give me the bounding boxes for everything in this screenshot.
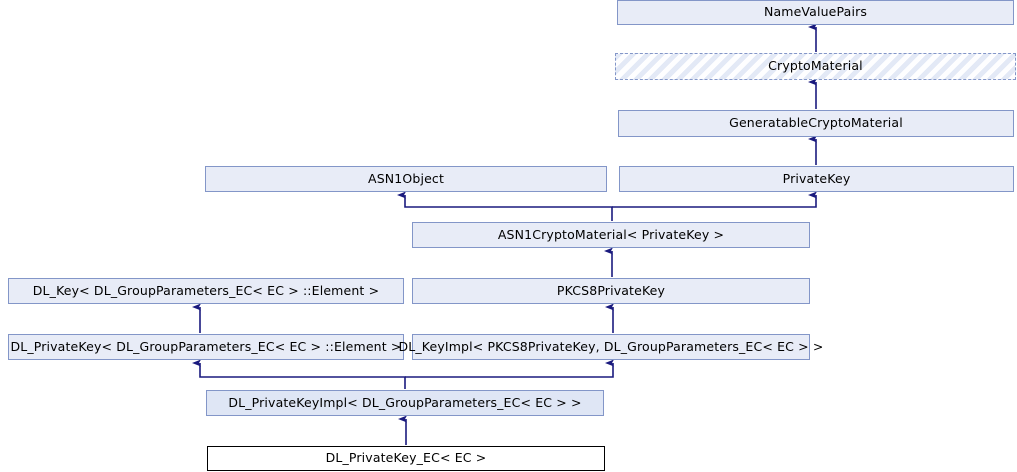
class-node-label: ASN1CryptoMaterial< PrivateKey >	[497, 226, 725, 242]
class-node-private-key[interactable]: PrivateKey	[619, 166, 1014, 192]
class-node-dl-private-key-impl[interactable]: DL_PrivateKeyImpl< DL_GroupParameters_EC…	[206, 390, 604, 416]
edge-dlprivatekeyimpl-to-dlprivatekey	[192, 359, 406, 389]
class-node-label: DL_KeyImpl< PKCS8PrivateKey, DL_GroupPar…	[398, 338, 824, 354]
class-node-asn1-object[interactable]: ASN1Object	[205, 166, 607, 192]
class-node-pkcs8-private-key[interactable]: PKCS8PrivateKey	[412, 278, 810, 304]
class-node-name-value-pairs[interactable]: NameValuePairs	[617, 0, 1014, 25]
edge-dlprivatekeyimpl-to-dlkeyimpl	[405, 359, 614, 378]
class-node-generatable-crypto-material[interactable]: GeneratableCryptoMaterial	[618, 110, 1014, 137]
class-node-label: ASN1Object	[368, 170, 444, 186]
class-node-dl-private-key-element[interactable]: DL_PrivateKey< DL_GroupParameters_EC< EC…	[8, 334, 404, 360]
class-node-label: DL_PrivateKey_EC< EC >	[325, 450, 487, 466]
class-node-label: CryptoMaterial	[768, 58, 863, 74]
class-node-dl-key-impl[interactable]: DL_KeyImpl< PKCS8PrivateKey, DL_GroupPar…	[398, 334, 823, 360]
class-node-crypto-material[interactable]: CryptoMaterial	[615, 53, 1016, 80]
class-node-label: GeneratableCryptoMaterial	[729, 115, 903, 131]
class-node-dl-private-key-ec[interactable]: DL_PrivateKey_EC< EC >	[207, 446, 605, 471]
class-node-asn1-crypto-material-privatekey[interactable]: ASN1CryptoMaterial< PrivateKey >	[412, 222, 810, 248]
class-node-label: PrivateKey	[782, 170, 851, 186]
edge-asn1cryptomaterial-to-asn1object	[397, 191, 613, 221]
class-node-label: DL_Key< DL_GroupParameters_EC< EC > ::El…	[32, 282, 380, 298]
class-node-label: NameValuePairs	[763, 4, 868, 20]
edge-asn1cryptomaterial-to-privatekey	[612, 191, 817, 208]
class-node-label: PKCS8PrivateKey	[556, 282, 666, 298]
class-node-dl-key-element[interactable]: DL_Key< DL_GroupParameters_EC< EC > ::El…	[8, 278, 404, 304]
class-node-label: DL_PrivateKey< DL_GroupParameters_EC< EC…	[10, 338, 402, 354]
class-node-label: DL_PrivateKeyImpl< DL_GroupParameters_EC…	[228, 394, 582, 410]
